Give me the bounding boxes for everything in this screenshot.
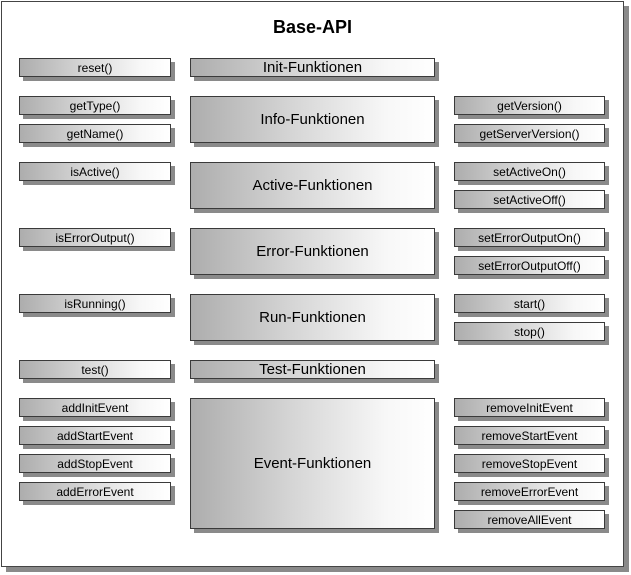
method-get-version: getVersion() [454, 96, 605, 115]
method-reset: reset() [19, 58, 171, 77]
method-stop: stop() [454, 322, 605, 341]
method-test: test() [19, 360, 171, 379]
method-is-error-output: isErrorOutput() [19, 228, 171, 247]
method-add-error-event: addErrorEvent [19, 482, 171, 501]
method-remove-stop-event: removeStopEvent [454, 454, 605, 473]
method-get-type: getType() [19, 96, 171, 115]
method-add-init-event: addInitEvent [19, 398, 171, 417]
method-set-error-output-off: setErrorOutputOff() [454, 256, 605, 275]
group-active: Active-Funktionen [190, 162, 435, 209]
method-get-name: getName() [19, 124, 171, 143]
group-error: Error-Funktionen [190, 228, 435, 275]
group-init: Init-Funktionen [190, 58, 435, 77]
group-event: Event-Funktionen [190, 398, 435, 529]
method-add-start-event: addStartEvent [19, 426, 171, 445]
method-set-active-off: setActiveOff() [454, 190, 605, 209]
method-remove-init-event: removeInitEvent [454, 398, 605, 417]
method-start: start() [454, 294, 605, 313]
method-remove-start-event: removeStartEvent [454, 426, 605, 445]
method-is-running: isRunning() [19, 294, 171, 313]
method-remove-error-event: removeErrorEvent [454, 482, 605, 501]
method-is-active: isActive() [19, 162, 171, 181]
method-remove-all-event: removeAllEvent [454, 510, 605, 529]
method-get-server-version: getServerVersion() [454, 124, 605, 143]
group-info: Info-Funktionen [190, 96, 435, 143]
group-run: Run-Funktionen [190, 294, 435, 341]
method-set-active-on: setActiveOn() [454, 162, 605, 181]
diagram-title: Base-API [272, 17, 353, 37]
method-set-error-output-on: setErrorOutputOn() [454, 228, 605, 247]
group-test: Test-Funktionen [190, 360, 435, 379]
method-add-stop-event: addStopEvent [19, 454, 171, 473]
